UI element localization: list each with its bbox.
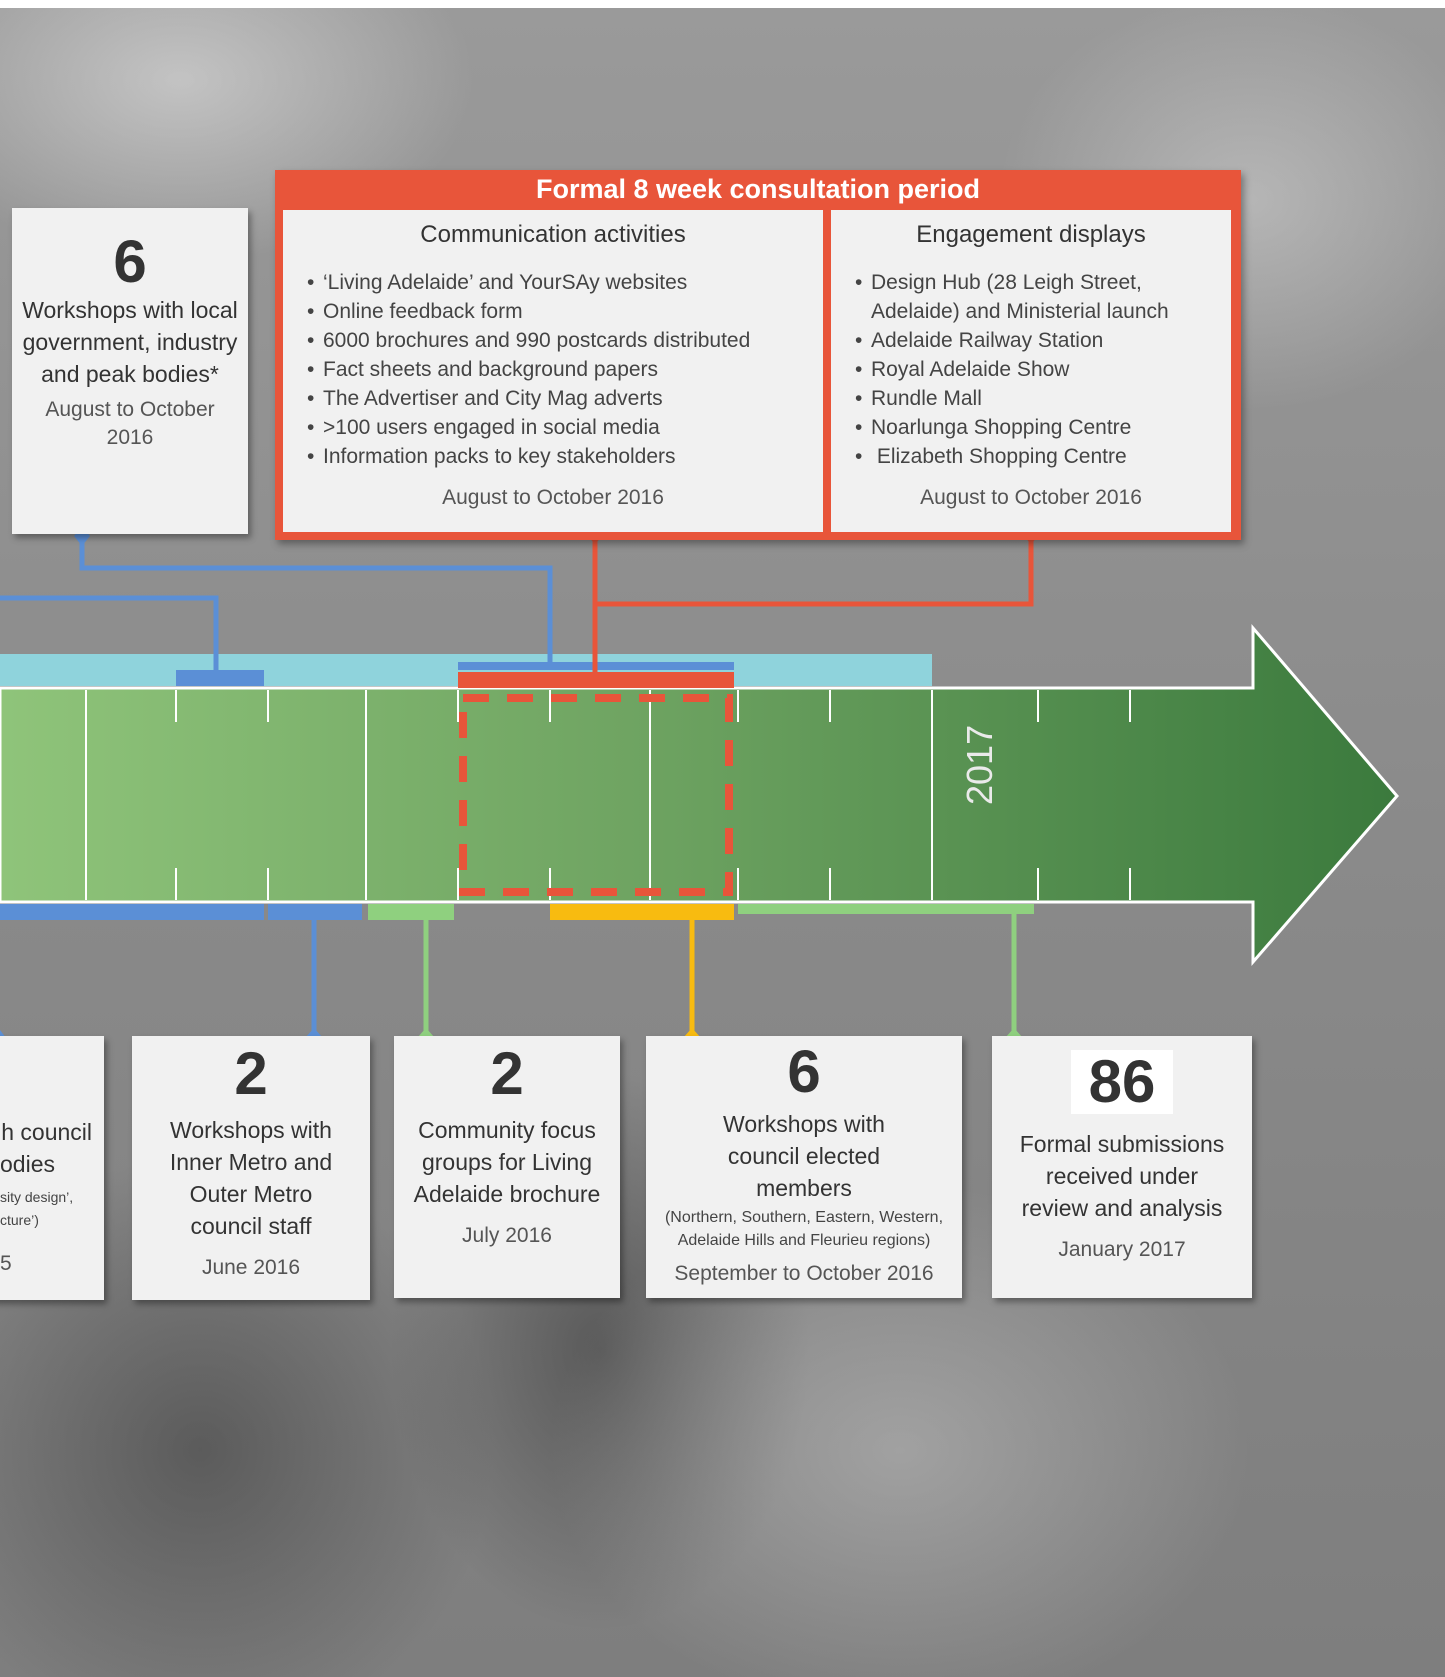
card-number: 6 [787,1038,821,1105]
list-item: Elizabeth Shopping Centre [855,442,1211,471]
card-date: July 2016 [462,1224,552,1247]
partial-sub-2: cture’) [0,1212,39,1228]
engagement-list: Design Hub (28 Leigh Street, Adelaide) a… [831,268,1231,471]
engagement-heading: Engagement displays [916,221,1146,248]
list-item: Information packs to key stakeholders [307,442,823,471]
card-number: 2 [490,1040,524,1107]
week-ticks [175,690,1131,900]
blue-bar-bottom-right [268,904,362,920]
green-bar-bottom-left [368,904,454,920]
list-item: Adelaide Railway Station [855,326,1211,355]
consultation-window [459,694,733,896]
card-description: Workshops with Inner Metro and Outer Met… [169,1117,333,1239]
bottom-connectors [311,914,1017,1034]
communication-heading: Communication activities [420,221,686,248]
inner-outer-metro-workshops-card: 2 Workshops with Inner Metro and Outer M… [132,1036,370,1300]
list-item: >100 users engaged in social media [307,413,823,442]
orange-bar-top [458,672,734,688]
partial-line-1: h council [1,1119,92,1145]
list-item: Fact sheets and background papers [307,355,823,384]
card-description: Formal submissions received under review… [1019,1131,1225,1221]
month-dividers [85,690,933,900]
formal-submissions-card: 86 Formal submissions received under rev… [992,1036,1252,1298]
list-item: Royal Adelaide Show [855,355,1211,384]
formal-consultation-box: Formal 8 week consultation period Commun… [275,170,1241,540]
year-label: 2017 [959,724,1000,805]
card-number: 6 [113,228,147,295]
partial-date: 5 [0,1252,12,1275]
card-date: September to October 2016 [674,1262,934,1285]
communication-activities-panel: Communication activities ‘Living Adelaid… [283,210,823,532]
local-gov-workshops-card: 6 Workshops with local government, indus… [12,208,248,534]
partial-line-2: odies [0,1151,55,1177]
card-subtext: (Northern, Southern, Eastern, Western, A… [664,1209,944,1249]
card-number: 2 [234,1040,268,1107]
list-item: Design Hub (28 Leigh Street, Adelaide) a… [855,268,1211,326]
communication-list: ‘Living Adelaide’ and YourSAy websites O… [283,268,823,471]
engagement-displays-panel: Engagement displays Design Hub (28 Leigh… [831,210,1231,532]
card-number: 86 [1070,1048,1174,1115]
list-item: Rundle Mall [855,384,1211,413]
list-item: The Advertiser and City Mag adverts [307,384,823,413]
community-focus-groups-card: 2 Community focus groups for Living Adel… [394,1036,620,1298]
card-number-value: 86 [1088,1048,1156,1115]
list-item: 6000 brochures and 990 postcards distrib… [307,326,823,355]
card-date: August to October 2016 [45,398,215,449]
orange-connectors-top [592,534,1034,672]
card-date: January 2017 [1058,1238,1186,1261]
list-item: Noarlunga Shopping Centre [855,413,1211,442]
card-description: Workshops with local government, industr… [22,297,238,387]
card-description: Workshops with council elected members [723,1111,885,1201]
communication-date: August to October 2016 [442,486,664,509]
formal-period-title: Formal 8 week consultation period [535,174,981,204]
top-border [0,0,1445,8]
blue-bar-bottom-left [0,904,264,920]
timeline-arrow [0,623,1399,967]
list-item: Online feedback form [307,297,823,326]
blue-bar-top-left [176,670,264,686]
elected-members-workshops-card: 6 Workshops with council elected members… [646,1036,962,1298]
engagement-date: August to October 2016 [920,486,1142,509]
yellow-bar-bottom [550,904,734,920]
partial-sub-1: sity design’, [0,1189,74,1205]
partial-council-card: h council odies sity design’, cture’) 5 [0,1036,104,1300]
card-description: Community focus groups for Living Adelai… [413,1117,601,1207]
blue-connectors-top [0,534,553,670]
list-item: ‘Living Adelaide’ and YourSAy websites [307,268,823,297]
card-date: June 2016 [201,1256,301,1279]
green-bar-bottom-right [738,904,1034,914]
